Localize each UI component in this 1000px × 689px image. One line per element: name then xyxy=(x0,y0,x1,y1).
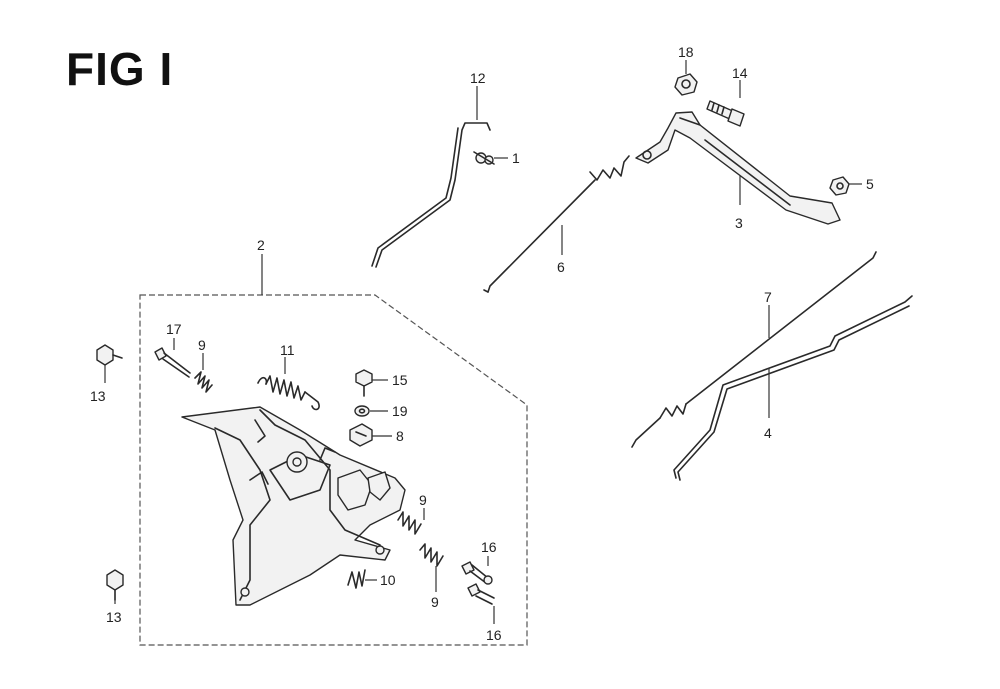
part-13-bolt-upper xyxy=(96,344,123,366)
part-2-bracket xyxy=(181,406,406,606)
callout-17: 17 xyxy=(166,321,182,337)
part-9-spring-right-a xyxy=(397,511,422,535)
part-12-rod xyxy=(371,122,491,268)
callout-8: 8 xyxy=(396,428,404,444)
figure-title: FIG I xyxy=(66,43,174,95)
callout-16-upper: 16 xyxy=(481,539,497,555)
callout-10: 10 xyxy=(380,572,396,588)
callout-6: 6 xyxy=(557,259,565,275)
leader-lines xyxy=(104,60,862,624)
callout-13-upper: 13 xyxy=(90,388,106,404)
callout-labels: 12 1 18 14 3 5 6 7 4 2 17 9 11 15 19 8 9… xyxy=(90,44,874,643)
callout-7: 7 xyxy=(764,289,772,305)
callout-15: 15 xyxy=(392,372,408,388)
part-16-bolt-lower xyxy=(467,583,495,605)
callout-19: 19 xyxy=(392,403,408,419)
part-14-bolt xyxy=(706,100,745,127)
part-6-spring-rod xyxy=(483,155,630,293)
callout-9-upper: 9 xyxy=(198,337,206,353)
part-17-bolt xyxy=(154,347,191,378)
callout-9-right-a: 9 xyxy=(419,492,427,508)
callout-11: 11 xyxy=(280,342,295,358)
callout-3: 3 xyxy=(735,215,743,231)
callout-12: 12 xyxy=(470,70,486,86)
assembly-boundary xyxy=(139,294,528,646)
part-3-lever xyxy=(635,111,841,225)
callout-1: 1 xyxy=(512,150,520,166)
callout-16-lower: 16 xyxy=(486,627,502,643)
callout-2: 2 xyxy=(257,237,265,253)
part-9-spring-right-b xyxy=(419,543,444,567)
part-8-clip xyxy=(349,423,373,447)
part-19-washer xyxy=(354,405,370,417)
part-15-screw xyxy=(355,369,373,397)
callout-9-right-b: 9 xyxy=(431,594,439,610)
part-7-spring-rod xyxy=(631,251,877,448)
part-10-spring xyxy=(347,569,366,589)
part-4-rod xyxy=(673,295,913,481)
callout-5: 5 xyxy=(866,176,874,192)
part-5-nut xyxy=(829,176,850,196)
part-18-nut xyxy=(674,73,698,96)
callout-13-lower: 13 xyxy=(106,609,122,625)
part-9-spring-upper xyxy=(194,371,213,393)
part-11-spring xyxy=(257,375,320,411)
part-1-clip xyxy=(473,151,495,165)
callout-18: 18 xyxy=(678,44,694,60)
callout-4: 4 xyxy=(764,425,772,441)
callout-14: 14 xyxy=(732,65,748,81)
part-16-bolt-upper xyxy=(461,561,493,585)
